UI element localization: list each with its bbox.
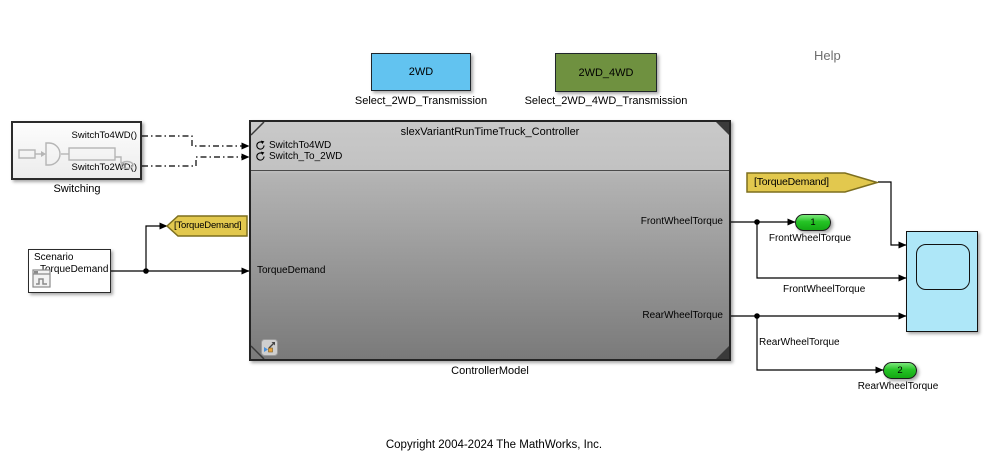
front-signal-label: FrontWheelTorque (783, 284, 866, 295)
outport-2-label: RearWheelTorque (857, 381, 939, 392)
controller-fcn-port2: Switch_To_2WD (255, 151, 342, 162)
outport-number: 1 (810, 217, 816, 228)
signal-editor-icon (32, 269, 51, 288)
wire-frontwheeltorque-to-scope[interactable] (756, 222, 907, 282)
block-text: 2WD (408, 66, 434, 78)
function-call-icon (256, 140, 265, 150)
copyright-text: Copyright 2004-2024 The MathWorks, Inc. (385, 439, 603, 451)
fcn-port2-label: Switch_To_2WD (269, 151, 343, 162)
controller-fcn-port1: SwitchTo4WD (255, 140, 331, 151)
switching-label: Switching (53, 183, 101, 195)
from-torquedemand-tag[interactable]: [TorqueDemand] (746, 172, 880, 193)
controller-outport1-label: FrontWheelTorque (640, 216, 723, 227)
model-reference-badge-icon[interactable] (261, 339, 278, 356)
switching-block[interactable]: SwitchTo4WD() SwitchTo2WD() (11, 121, 142, 180)
branch-dots (143, 219, 760, 319)
outport-1-label: FrontWheelTorque (768, 233, 852, 244)
controller-title: slexVariantRunTimeTruck_Controller (400, 126, 580, 138)
outport-2-rearwheeltorque[interactable]: 2 (883, 362, 917, 379)
help-link[interactable]: Help (814, 48, 841, 63)
scope-block[interactable] (906, 231, 978, 332)
rear-signal-label: RearWheelTorque (759, 337, 840, 348)
wire-from-to-scope[interactable] (878, 181, 907, 249)
select-2wd-4wd-transmission-block[interactable]: 2WD_4WD (555, 53, 657, 92)
fcn-port1-label: SwitchTo4WD (269, 140, 332, 151)
wire-torquedemand-to-goto[interactable] (145, 222, 168, 271)
wire-switchto2wd[interactable] (142, 153, 250, 167)
variant-corner-marks-icon (251, 122, 729, 359)
select-2wd-transmission-block[interactable]: 2WD (371, 53, 471, 91)
wire-switchto4wd[interactable] (142, 135, 250, 150)
function-call-icon (256, 151, 265, 161)
scenario-name: Scenario (34, 252, 74, 263)
controller-inport-label: TorqueDemand (257, 265, 326, 276)
select-2wd-transmission-label: Select_2WD_Transmission (354, 95, 488, 107)
controller-header-divider (251, 170, 729, 171)
scope-screen-icon (916, 244, 970, 290)
goto-tag-text: [TorqueDemand] (174, 220, 242, 231)
controller-outport2-label: RearWheelTorque (642, 310, 723, 321)
switching-preview-icon (18, 142, 134, 170)
block-text: 2WD_4WD (578, 66, 634, 79)
select-2wd-4wd-transmission-label: Select_2WD_4WD_Transmission (524, 95, 688, 107)
outport-1-frontwheeltorque[interactable]: 1 (795, 214, 831, 231)
wire-rearwheeltorque-to-outport[interactable] (756, 316, 884, 374)
switching-port-bottom-label: SwitchTo2WD() (71, 162, 137, 173)
from-tag-text: [TorqueDemand] (754, 176, 829, 188)
controller-model-label: ControllerModel (451, 365, 529, 377)
switching-port-top-label: SwitchTo4WD() (71, 130, 137, 141)
scenario-signal-editor-block[interactable]: Scenario TorqueDemand (28, 249, 111, 293)
scenario-signal-name: TorqueDemand (40, 264, 109, 275)
outport-number: 2 (897, 365, 903, 376)
controller-model-block[interactable]: slexVariantRunTimeTruck_Controller Switc… (249, 120, 731, 361)
goto-torquedemand-tag[interactable]: [TorqueDemand] (165, 215, 248, 237)
